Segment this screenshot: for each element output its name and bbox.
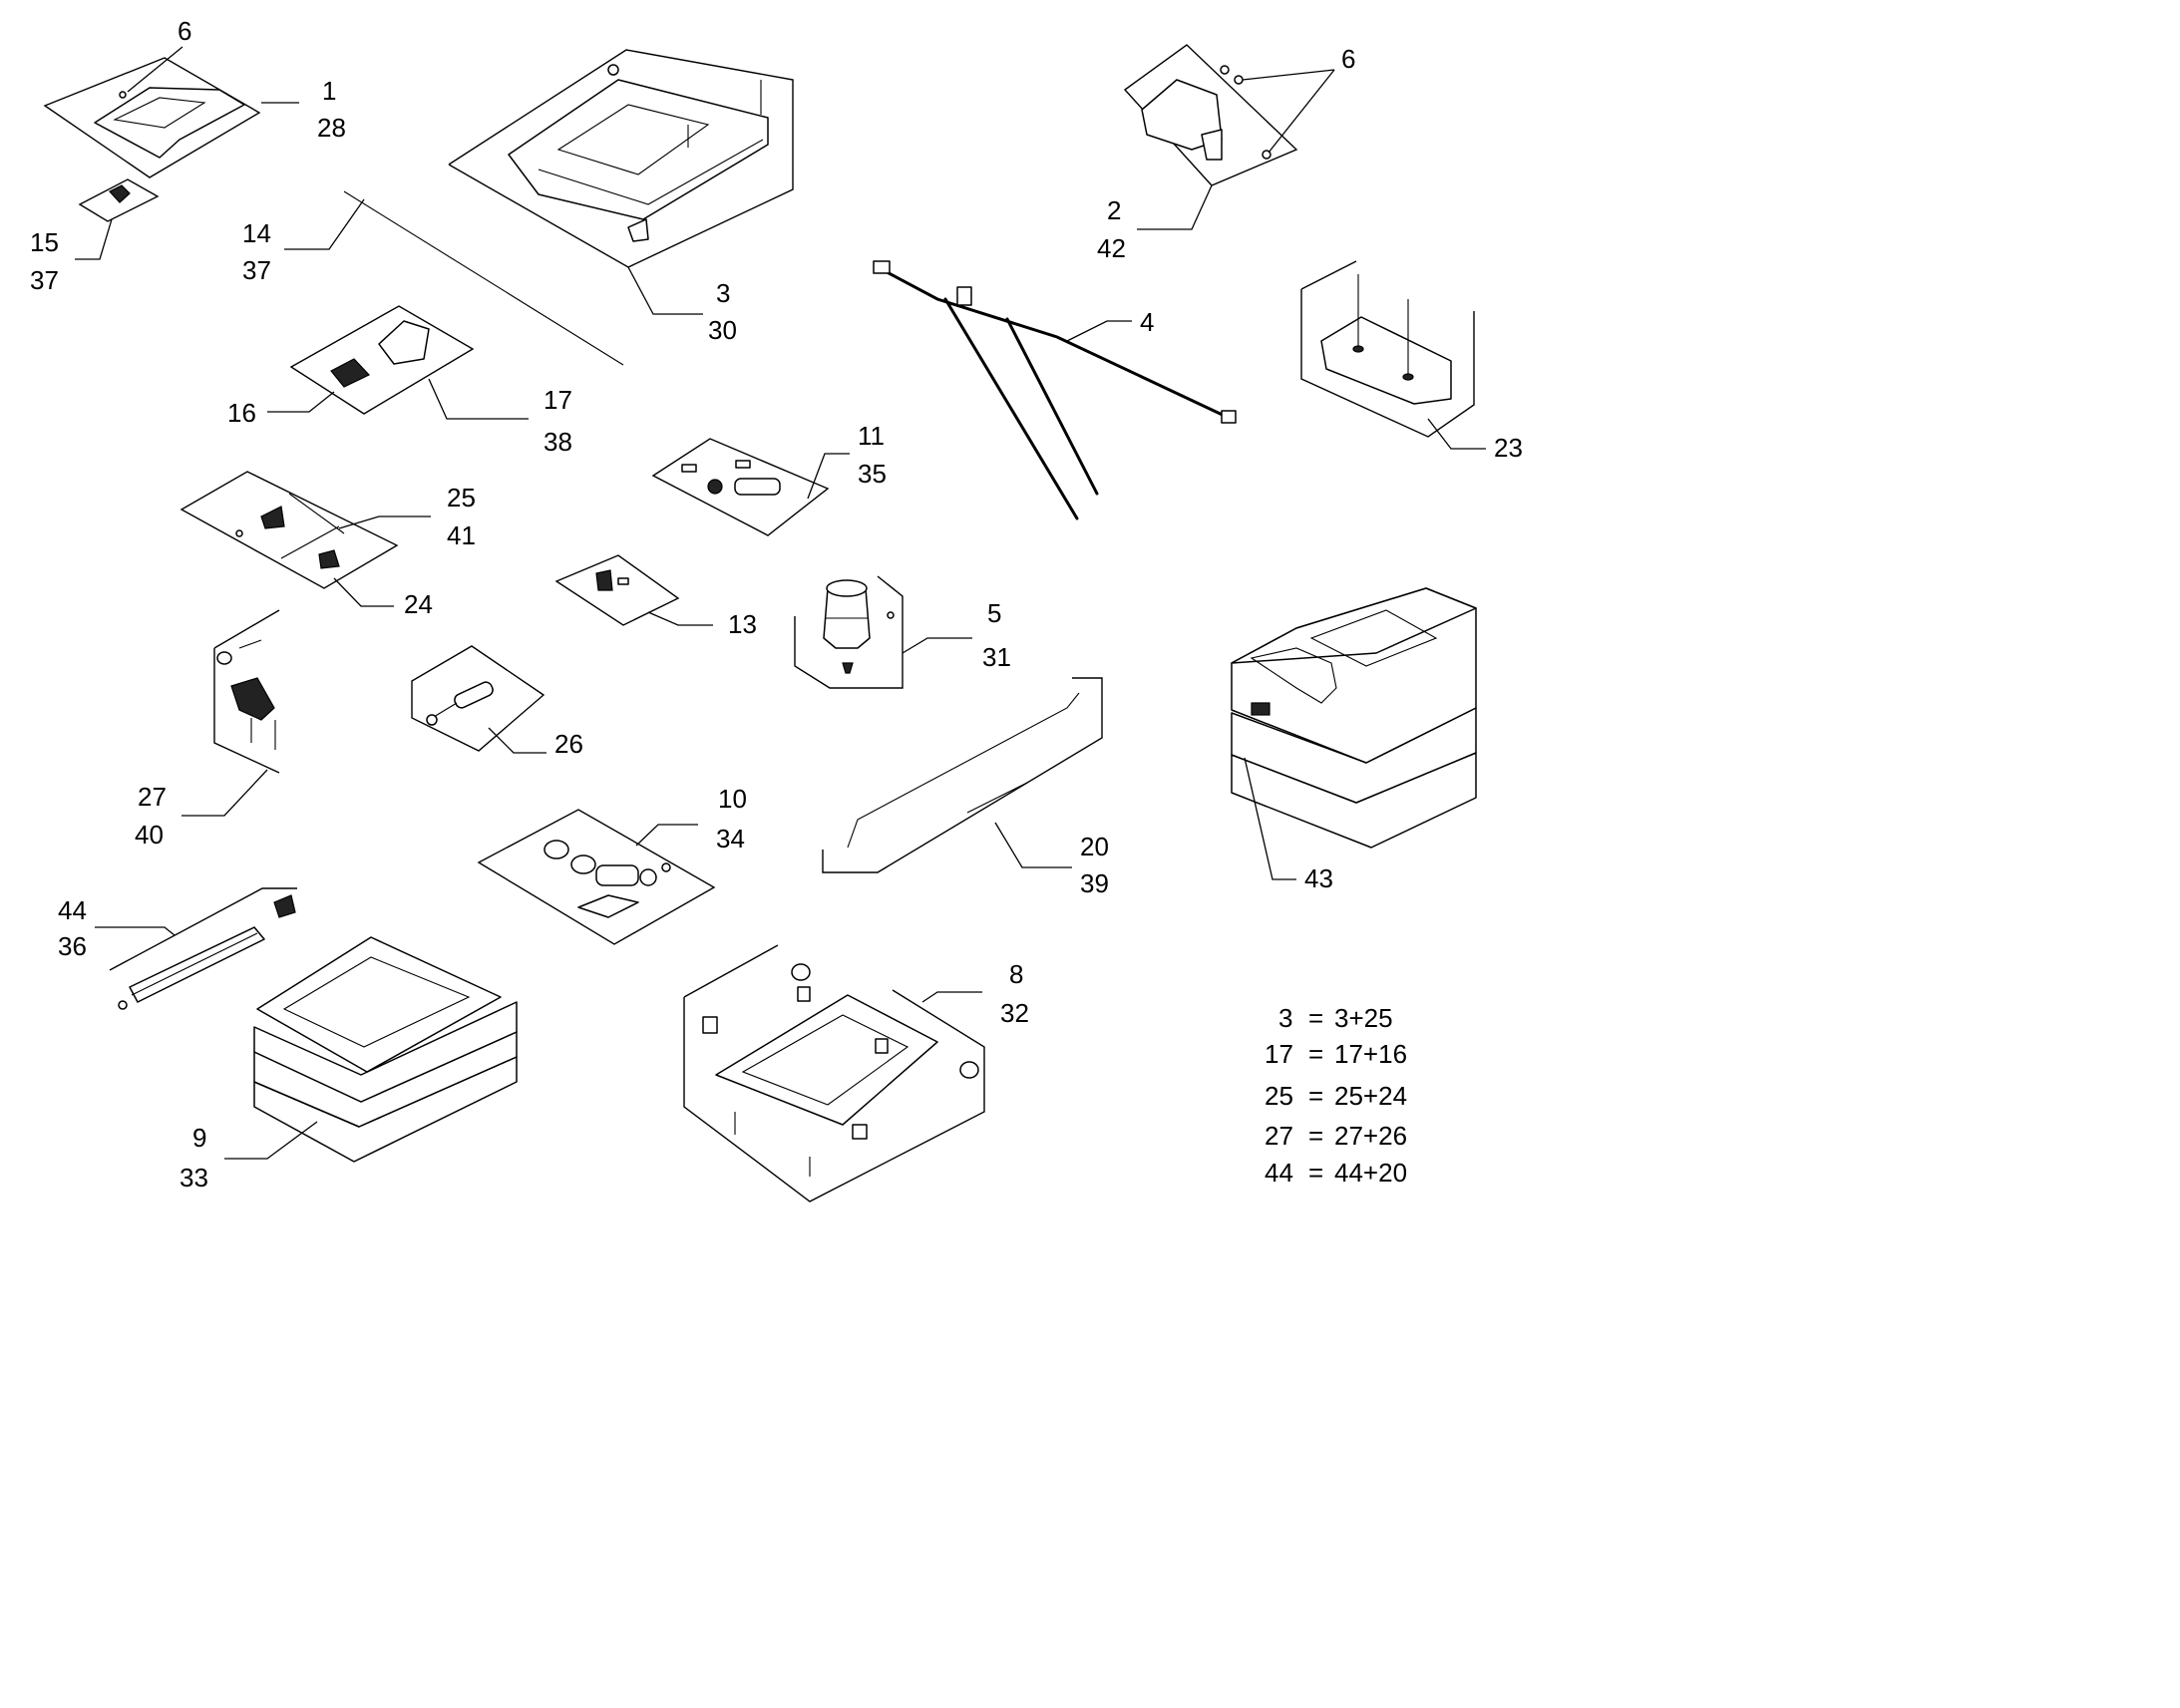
exploded-parts-diagram: 1 28 6 15 37 14 37 3 30: [30, 16, 1523, 1202]
legend-row-1-left: 3: [1278, 1003, 1292, 1033]
label-4: 4: [1140, 307, 1154, 337]
label-3: 3: [716, 278, 730, 308]
label-42: 42: [1097, 233, 1126, 263]
part-group-13: [554, 554, 713, 626]
label-44: 44: [58, 895, 87, 925]
legend-row-3-left: 25: [1265, 1081, 1293, 1111]
label-2: 2: [1107, 195, 1121, 225]
legend-row-2-right: 17+16: [1334, 1039, 1407, 1069]
label-15: 15: [30, 227, 59, 257]
legend-row-4-right: 27+26: [1334, 1121, 1407, 1151]
legend-row-5-right: 44+20: [1334, 1158, 1407, 1188]
label-14: 14: [242, 218, 271, 248]
label-40: 40: [135, 820, 164, 850]
label-13: 13: [728, 609, 757, 639]
label-33: 33: [180, 1163, 208, 1193]
label-37-a: 37: [30, 265, 59, 295]
part-group-25: [180, 471, 431, 607]
legend-row-2-eq: =: [1308, 1039, 1323, 1069]
label-43: 43: [1304, 863, 1333, 893]
label-39: 39: [1080, 868, 1109, 898]
part-group-10: [477, 809, 716, 945]
label-35: 35: [858, 459, 887, 489]
equivalence-legend: 3 = 3+25 17 = 17+16 25 = 25+24 27 = 27+2…: [1265, 1003, 1407, 1188]
legend-row-3-eq: =: [1308, 1081, 1323, 1111]
legend-row-1-eq: =: [1308, 1003, 1323, 1033]
label-32: 32: [1000, 998, 1029, 1028]
legend-row-2-left: 17: [1265, 1039, 1293, 1069]
part-group-23: [1300, 260, 1486, 450]
label-24: 24: [404, 589, 433, 619]
part-group-3: [448, 49, 794, 315]
label-31: 31: [982, 642, 1011, 672]
part-group-1: [43, 57, 299, 178]
label-6-right: 6: [1341, 44, 1355, 74]
label-36: 36: [58, 931, 87, 961]
label-9: 9: [192, 1123, 206, 1153]
part-group-8: [683, 944, 985, 1202]
part-group-20: [822, 677, 1103, 873]
legend-row-4-eq: =: [1308, 1121, 1323, 1151]
label-17: 17: [544, 385, 572, 415]
label-28: 28: [317, 113, 346, 143]
part-group-5: [794, 575, 972, 689]
part-group-11: [651, 438, 850, 536]
part-group-9: [224, 936, 518, 1163]
legend-row-1-right: 3+25: [1334, 1003, 1393, 1033]
part-group-44: [95, 887, 297, 1010]
part-group-15: [75, 178, 160, 260]
label-38: 38: [544, 427, 572, 457]
part-group-27: [182, 609, 280, 817]
part-group-26: [411, 645, 546, 754]
label-11: 11: [858, 421, 885, 451]
legend-row-5-eq: =: [1308, 1158, 1323, 1188]
label-25: 25: [447, 483, 476, 512]
label-5: 5: [987, 598, 1001, 628]
label-30: 30: [708, 315, 737, 345]
label-1: 1: [322, 76, 336, 106]
part-group-4: [873, 260, 1237, 520]
label-8: 8: [1009, 959, 1023, 989]
label-23: 23: [1494, 433, 1523, 463]
part-group-17: [267, 305, 529, 420]
part-group-14: [284, 190, 624, 366]
label-16: 16: [227, 398, 256, 428]
label-10: 10: [718, 784, 747, 814]
label-27: 27: [138, 782, 167, 812]
legend-row-3-right: 25+24: [1334, 1081, 1407, 1111]
label-41: 41: [447, 520, 476, 550]
label-34: 34: [716, 824, 745, 854]
label-26: 26: [554, 729, 583, 759]
legend-row-5-left: 44: [1265, 1158, 1293, 1188]
label-20: 20: [1080, 832, 1109, 861]
label-6-left: 6: [178, 16, 191, 46]
label-37-b: 37: [242, 255, 271, 285]
legend-row-4-left: 27: [1265, 1121, 1293, 1151]
part-group-43: [1231, 587, 1477, 880]
part-group-2: [1123, 44, 1335, 230]
